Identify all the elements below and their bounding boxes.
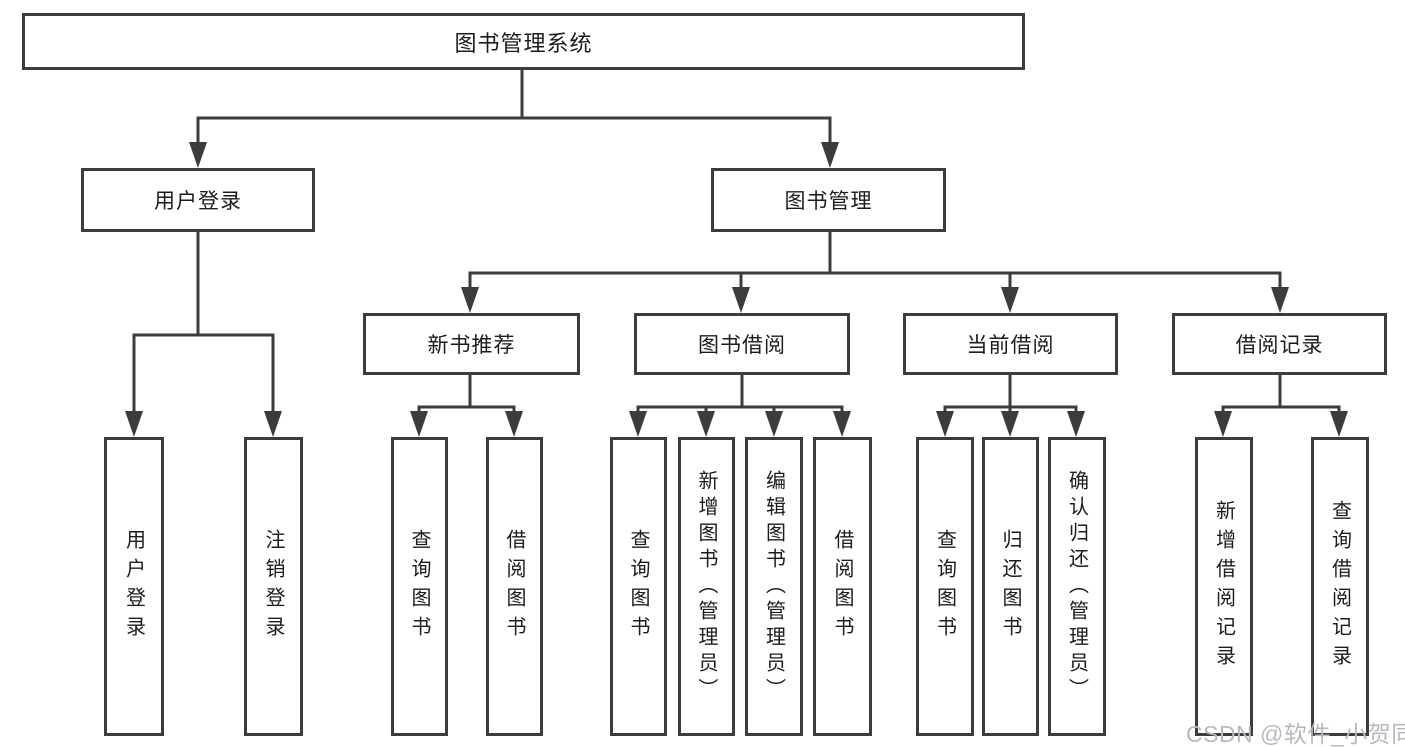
leaf-edit-books-admin: 编辑图书（管理员） — [745, 437, 803, 736]
leaf-query-books-recommend: 查询图书 — [391, 437, 448, 736]
leaf-logout: 注销登录 — [244, 437, 303, 736]
leaf-add-borrow-record: 新增借阅记录 — [1195, 437, 1253, 736]
leaf-user-login: 用户登录 — [104, 437, 164, 736]
node-current-borrowing: 当前借阅 — [903, 313, 1118, 375]
leaf-return-books: 归还图书 — [982, 437, 1039, 736]
node-library-management-system: 图书管理系统 — [22, 13, 1025, 70]
leaf-query-books-current: 查询图书 — [916, 437, 974, 736]
node-user-login: 用户登录 — [81, 168, 315, 232]
node-book-management: 图书管理 — [711, 168, 946, 232]
leaf-query-borrow-record: 查询借阅记录 — [1311, 437, 1369, 736]
node-new-book-recommendation: 新书推荐 — [363, 313, 580, 375]
leaf-add-books-admin: 新增图书（管理员） — [678, 437, 735, 736]
leaf-query-books-borrowing: 查询图书 — [610, 437, 667, 736]
csdn-watermark: CSDN @软件_小贺同学 — [1186, 721, 1405, 747]
leaf-confirm-return-admin: 确认归还（管理员） — [1048, 437, 1106, 736]
leaf-borrow-books-recommend: 借阅图书 — [486, 437, 543, 736]
leaf-borrow-books-borrowing: 借阅图书 — [813, 437, 872, 736]
node-borrowing-records: 借阅记录 — [1172, 313, 1387, 375]
node-book-borrowing: 图书借阅 — [634, 313, 850, 375]
